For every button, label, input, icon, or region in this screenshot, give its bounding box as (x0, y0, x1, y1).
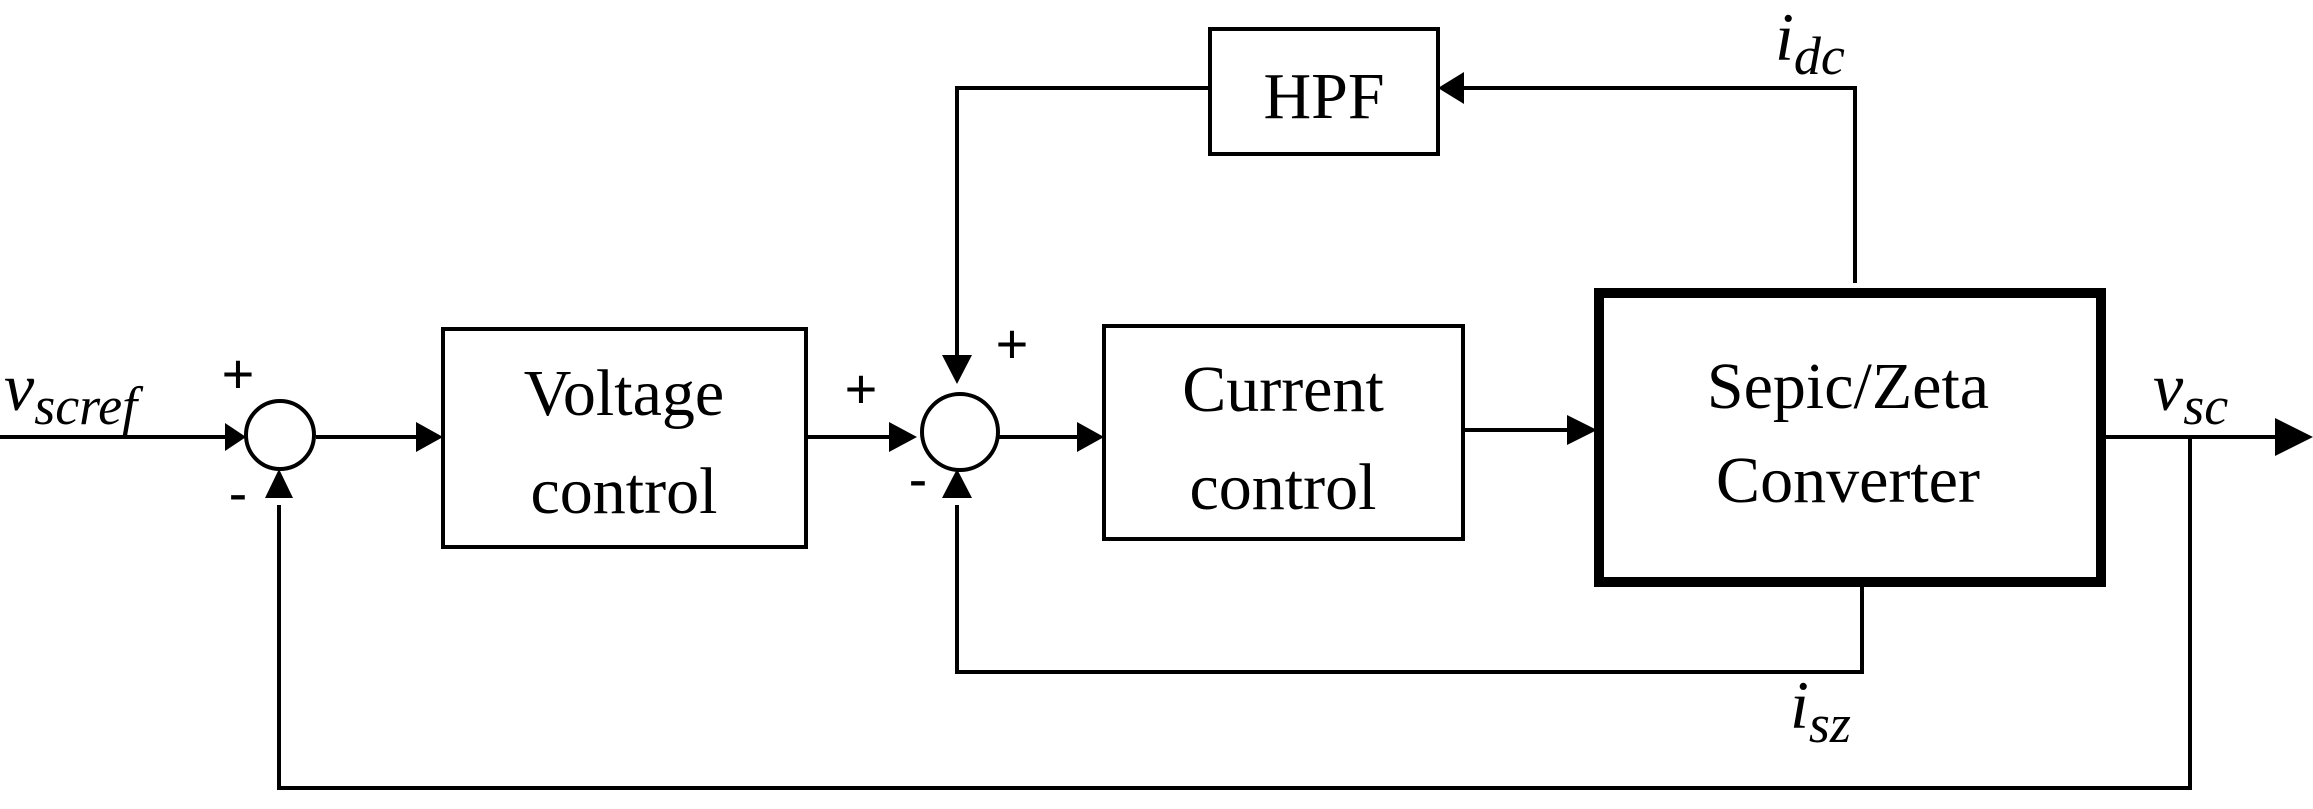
arrow-into-converter (1567, 415, 1597, 445)
converter-label-line1: Sepic/Zeta (1707, 350, 1989, 423)
hpf-to-sum2-wire (955, 86, 1210, 355)
hpf-label: HPF (1263, 60, 1384, 133)
signal-v-scref: vscref (4, 349, 144, 436)
arrow-into-voltage-control (416, 422, 443, 452)
voltage-control-label-line1: Voltage (524, 357, 724, 430)
signal-i-dc: idc (1775, 0, 1845, 86)
arrow-into-hpf (1438, 72, 1464, 104)
arrow-into-sum2-bottom (942, 469, 972, 498)
voltage-control-label-line2: control (531, 455, 718, 528)
sum2-minus-sign: - (909, 447, 928, 510)
isz-feedback-wire (955, 505, 1864, 674)
current-control-label-line2: control (1190, 451, 1377, 524)
sum2-plus-left-sign: + (845, 357, 878, 420)
sum1-minus-sign: - (229, 461, 248, 524)
idc-feedback-wire (1464, 86, 1857, 283)
current-control-block (1102, 324, 1465, 541)
arrow-into-current-control (1077, 422, 1104, 452)
summing-junction-2 (920, 392, 1000, 472)
converter-block (1594, 288, 2106, 587)
current-control-label-line1: Current (1182, 353, 1384, 426)
summing-junction-1 (244, 399, 316, 471)
vsc-feedback-wire (277, 437, 2192, 790)
sum2-plus-top-sign: + (996, 312, 1029, 375)
arrow-into-sum2-top (942, 355, 972, 384)
arrow-into-sum1-bottom (265, 469, 293, 498)
voltage-control-block (441, 327, 808, 549)
sum1-plus-sign: + (222, 342, 255, 405)
signal-v-sc: vsc (2153, 349, 2228, 436)
arrow-into-sum2 (889, 422, 917, 452)
arrow-into-sum1 (225, 423, 246, 451)
signal-i-sz: isz (1790, 667, 1851, 754)
arrow-output (2275, 418, 2313, 456)
hpf-block (1208, 27, 1440, 156)
converter-label-line2: Converter (1716, 444, 1980, 517)
